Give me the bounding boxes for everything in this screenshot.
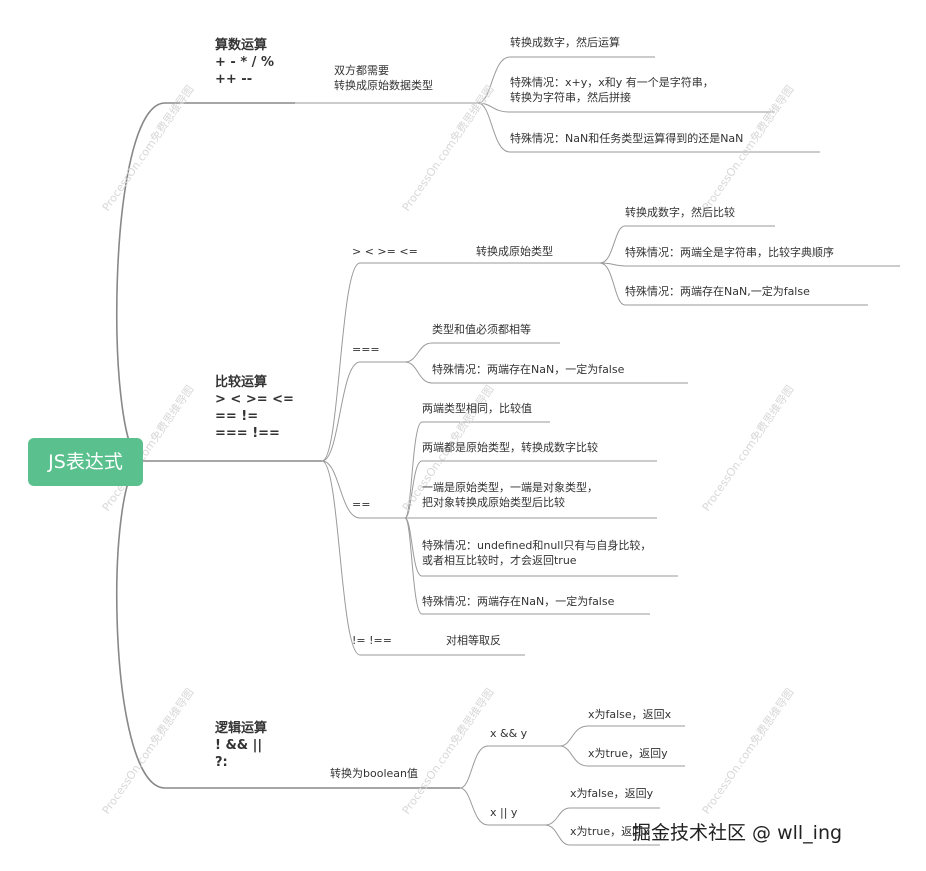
loose-item[interactable]: 一端是原始类型，一端是对象类型， 把对象转换成原始类型后比较 <box>422 480 598 510</box>
loose-item[interactable]: 两端都是原始类型，转换成数字比较 <box>422 440 598 455</box>
and-item[interactable]: x为true，返回y <box>588 747 668 760</box>
loose-item-line: 把对象转换成原始类型后比较 <box>422 496 565 509</box>
arith-item[interactable]: 特殊情况：x+y，x和y 有一个是字符串， 转换为字符串，然后拼接 <box>510 75 714 105</box>
brand-watermark: 掘金技术社区 @ wll_ing <box>632 822 843 844</box>
arith-title-line: 算数运算 <box>215 38 268 53</box>
loose-item-line: 一端是原始类型，一端是对象类型， <box>422 481 598 494</box>
arith-item[interactable]: 转换成数字，然后运算 <box>510 35 620 50</box>
rel-sub[interactable]: 转换成原始类型 <box>476 245 553 258</box>
compare-title-line: 比较运算 <box>215 375 268 390</box>
rel-item[interactable]: 特殊情况：两端全是字符串，比较字典顺序 <box>625 246 834 259</box>
rel-item[interactable]: 特殊情况：两端存在NaN,一定为false <box>625 285 810 298</box>
arith-item-line: 转换为字符串，然后拼接 <box>510 91 631 104</box>
rel-item[interactable]: 转换成数字，然后比较 <box>625 206 735 219</box>
logic-note[interactable]: 转换为boolean值 <box>330 767 418 780</box>
compare-title-line: > < >= <= <box>215 392 294 407</box>
or-item[interactable]: x为true，返回x <box>570 825 650 838</box>
loose-item-line: 特殊情况：undefined和null只有与自身比较， <box>422 539 652 552</box>
or-label[interactable]: x || y <box>490 806 518 819</box>
loose-item-line: 特殊情况：两端存在NaN，一定为false <box>422 595 615 608</box>
loose-label[interactable]: == <box>352 498 371 511</box>
and-item[interactable]: x为false，返回x <box>588 708 672 721</box>
root-node[interactable]: JS表达式 <box>28 438 143 486</box>
arith-item-line: 特殊情况：NaN和任务类型运算得到的还是NaN <box>510 132 744 145</box>
loose-item-line: 两端类型相同，比较值 <box>422 402 532 415</box>
neq-label[interactable]: != !== <box>352 634 392 647</box>
neq-sub[interactable]: 对相等取反 <box>446 634 501 647</box>
strict-label[interactable]: === <box>352 343 380 356</box>
arith-item-line: 转换成数字，然后运算 <box>510 36 620 49</box>
arith-title-line: + - * / % <box>215 55 274 70</box>
logic-title-line: ! && || <box>215 738 263 753</box>
rel-label[interactable]: > < >= <= <box>352 245 418 258</box>
arith-title-line: ++ -- <box>215 72 253 87</box>
loose-item-line: 两端都是原始类型，转换成数字比较 <box>422 441 598 454</box>
compare-title-line: == != <box>215 409 259 424</box>
or-item[interactable]: x为false，返回y <box>570 787 654 800</box>
arith-item[interactable]: 特殊情况：NaN和任务类型运算得到的还是NaN <box>510 131 743 146</box>
and-label[interactable]: x && y <box>490 727 528 740</box>
strict-item[interactable]: 类型和值必须都相等 <box>432 323 531 336</box>
compare-title[interactable]: 比较运算 > < >= <= == != === !== <box>215 374 294 442</box>
logic-title-line: 逻辑运算 <box>215 721 268 736</box>
logic-title-line: ?: <box>215 755 228 770</box>
logic-title[interactable]: 逻辑运算 ! && || ?: <box>215 720 267 771</box>
loose-item[interactable]: 特殊情况：undefined和null只有与自身比较， 或者相互比较时，才会返回… <box>422 538 651 568</box>
arith-note[interactable]: 双方都需要 转换成原始数据类型 <box>334 63 433 93</box>
arith-title[interactable]: 算数运算 + - * / % ++ -- <box>215 37 274 88</box>
loose-item-line: 或者相互比较时，才会返回true <box>422 554 577 567</box>
compare-title-line: === !== <box>215 426 280 441</box>
loose-item[interactable]: 两端类型相同，比较值 <box>422 401 532 416</box>
arith-note-line: 双方都需要 <box>334 64 389 77</box>
arith-item-line: 特殊情况：x+y，x和y 有一个是字符串， <box>510 76 714 89</box>
strict-item[interactable]: 特殊情况：两端存在NaN，一定为false <box>432 363 625 376</box>
arith-note-line: 转换成原始数据类型 <box>334 79 433 92</box>
loose-item[interactable]: 特殊情况：两端存在NaN，一定为false <box>422 594 614 609</box>
